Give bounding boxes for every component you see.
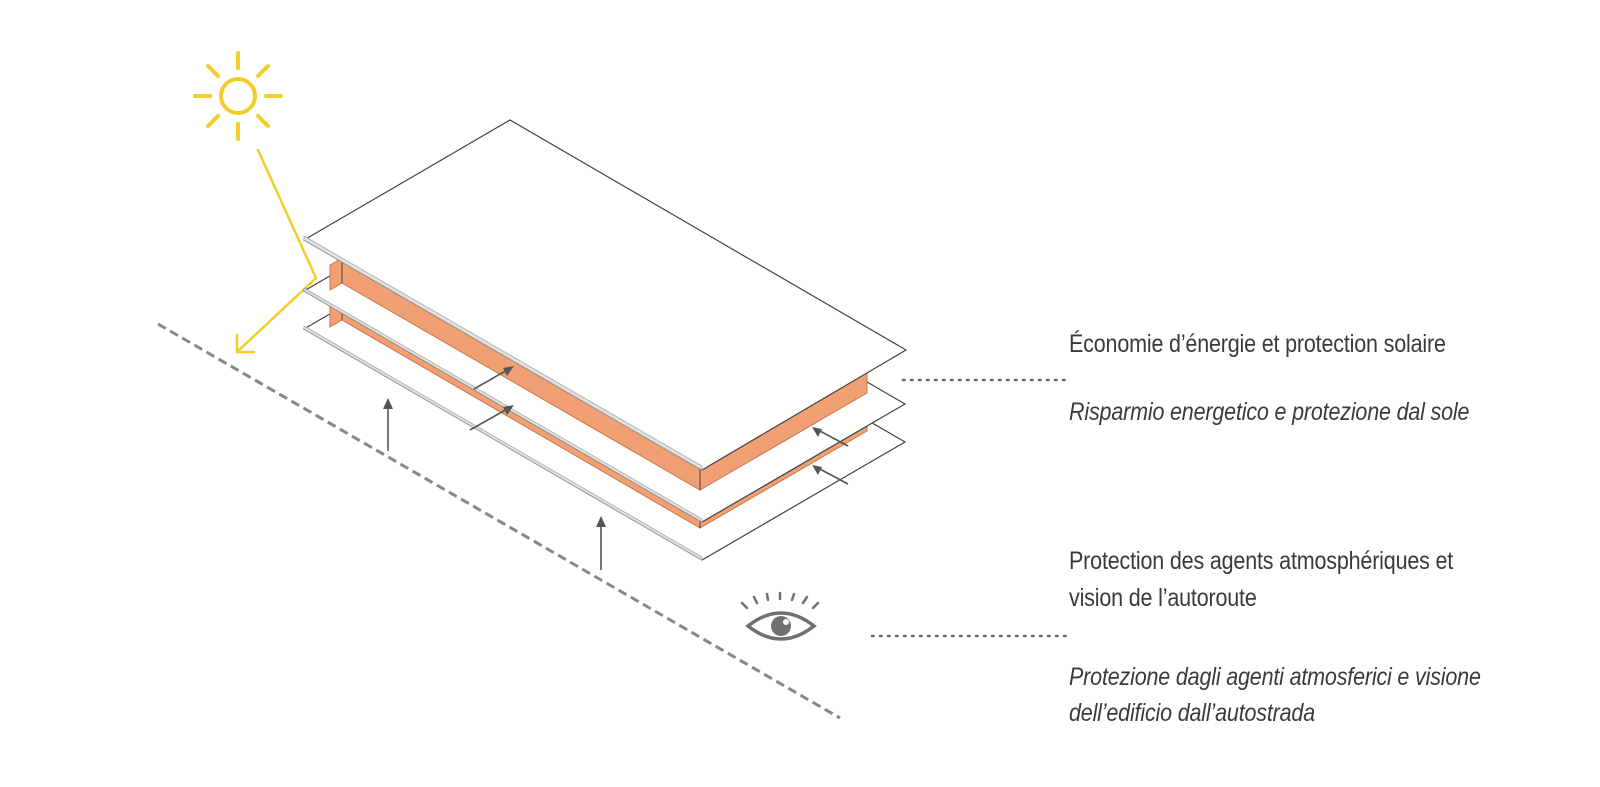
arrow-facade-right-upper xyxy=(812,427,849,447)
arrow-up-left xyxy=(383,398,393,451)
sun-ray xyxy=(235,148,318,354)
facade-band-upper xyxy=(329,257,868,491)
eye-icon xyxy=(740,591,820,641)
slab-top xyxy=(302,119,908,471)
arrow-up-right xyxy=(596,516,606,570)
arrow-facade-left-upper xyxy=(473,366,514,390)
label-atmo-fr-line1: Protection des agents atmosphériques et xyxy=(1069,547,1454,575)
label-atmo-fr-line2: vision de l’autoroute xyxy=(1069,584,1257,612)
label-atmo-it-line1: Protezione dagli agenti atmosferici e vi… xyxy=(1069,663,1481,691)
sun-icon xyxy=(193,51,283,141)
arrow-facade-left-lower xyxy=(469,405,514,431)
label-solar-it: Risparmio energetico e protezione dal so… xyxy=(1069,398,1470,426)
label-solar-fr: Économie d’énergie et protection solaire xyxy=(1069,330,1446,358)
label-atmo-it-line2: dell’edificio dall’autostrada xyxy=(1069,699,1316,727)
arrow-facade-right-lower xyxy=(812,465,849,485)
highway-line xyxy=(157,322,841,720)
